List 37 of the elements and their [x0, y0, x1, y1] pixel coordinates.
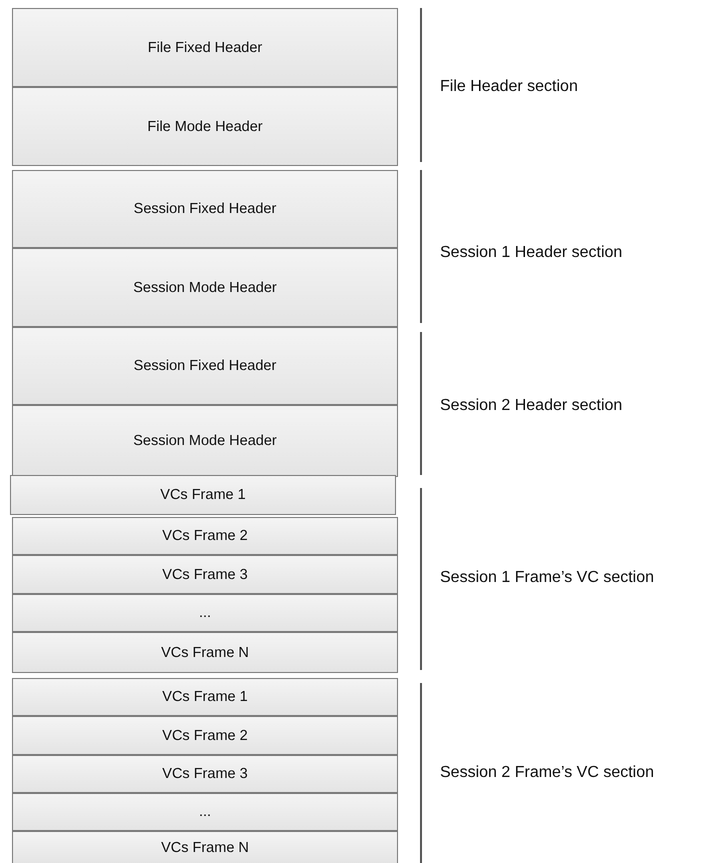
- header-block: [12, 831, 398, 863]
- block-label: File Mode Header: [147, 118, 263, 134]
- block-label: ...: [198, 605, 212, 621]
- header-block: [12, 405, 398, 477]
- header-block: [12, 716, 398, 755]
- section-label: Session 1 Frame’s VC section: [440, 569, 654, 587]
- block-label: VCs Frame 1: [160, 487, 246, 503]
- block-label: VCs Frame 3: [162, 566, 248, 582]
- block-label: VCs Frame 3: [162, 766, 248, 782]
- header-block: [12, 170, 398, 248]
- block-label: ...: [198, 804, 212, 820]
- header-block: [12, 555, 398, 594]
- header-block: [12, 517, 398, 555]
- section-label: File Header section: [440, 78, 578, 96]
- section-label: Session 2 Header section: [440, 397, 622, 415]
- header-block: [12, 632, 398, 673]
- block-label: VCs Frame N: [161, 644, 249, 660]
- header-block: [12, 8, 398, 87]
- header-block: [12, 755, 398, 793]
- section-label: Session 1 Header section: [440, 244, 622, 262]
- block-label: VCs Frame 1: [162, 689, 248, 705]
- block-label: VCs Frame 2: [162, 728, 248, 744]
- section-label: Session 2 Frame’s VC section: [440, 764, 654, 782]
- block-label: Session Fixed Header: [134, 201, 276, 217]
- block-label: VCs Frame N: [161, 840, 249, 856]
- header-block: [10, 475, 396, 515]
- block-label: Session Mode Header: [133, 280, 277, 296]
- block-label: VCs Frame 2: [162, 528, 248, 544]
- block-label: Session Fixed Header: [134, 358, 276, 374]
- header-block: [12, 793, 398, 831]
- header-block: [12, 87, 398, 166]
- block-label: Session Mode Header: [133, 433, 277, 449]
- header-block: [12, 678, 398, 716]
- header-block: [12, 327, 398, 405]
- header-block: [12, 248, 398, 327]
- header-block: [12, 594, 398, 632]
- block-label: File Fixed Header: [148, 40, 262, 56]
